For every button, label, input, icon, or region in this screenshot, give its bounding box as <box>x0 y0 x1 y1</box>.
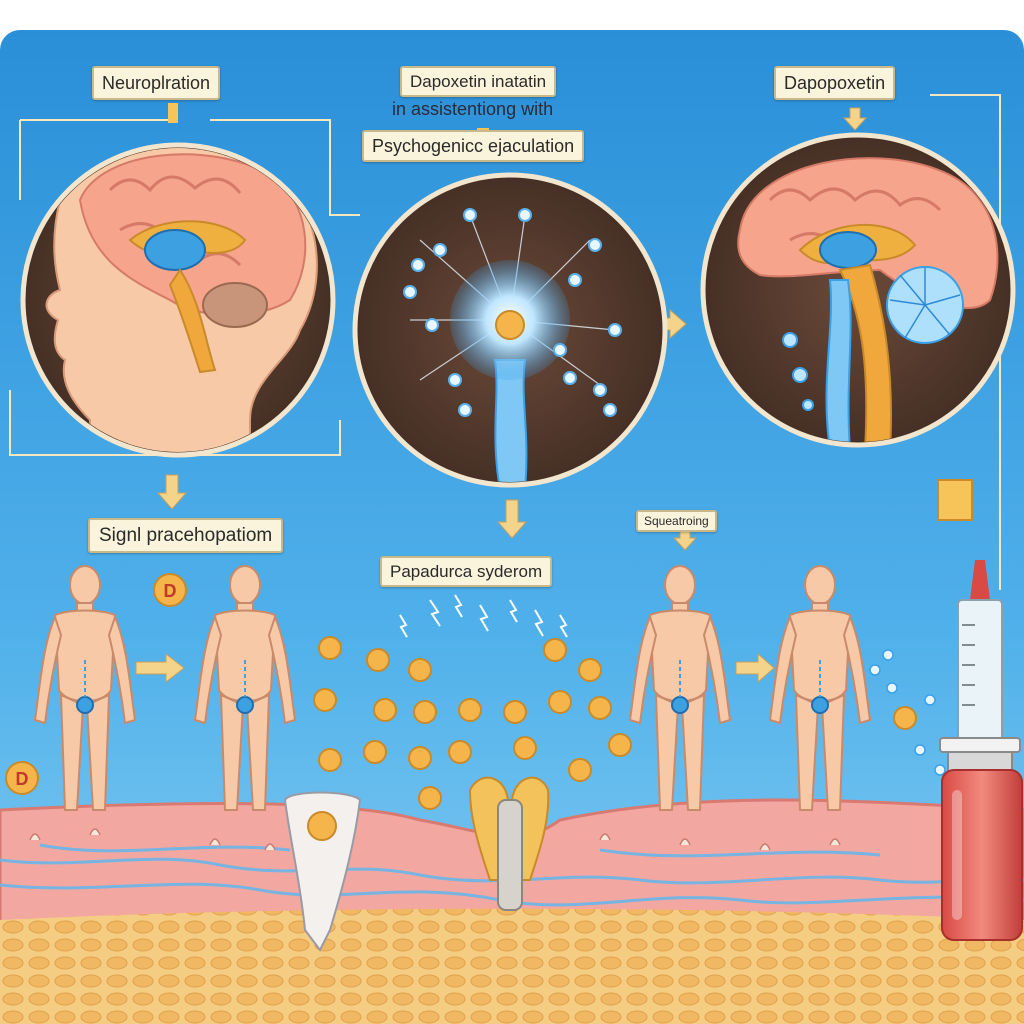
molecule-cloud: DD <box>5 573 946 810</box>
dapoxetine-molecule: D <box>153 573 187 607</box>
human-figure <box>193 565 297 811</box>
svg-text:D: D <box>16 769 29 789</box>
molecule-dot <box>318 748 342 772</box>
dapoxetine-vial <box>937 479 1023 941</box>
molecule-dot <box>373 698 397 722</box>
molecule-dot <box>503 700 527 724</box>
molecule-dot <box>413 700 437 724</box>
molecule-dot <box>568 758 592 782</box>
molecule-dot <box>408 658 432 682</box>
molecule-dot <box>366 648 390 672</box>
molecule-dot <box>893 706 917 730</box>
molecule-dot <box>448 740 472 764</box>
receptor-dot <box>914 744 926 756</box>
molecule-dot <box>608 733 632 757</box>
molecule-dot <box>408 746 432 770</box>
molecule-dot <box>578 658 602 682</box>
receptor-dot <box>869 664 881 676</box>
brain-panel <box>700 132 1016 448</box>
receptor-dot <box>924 694 936 706</box>
tissue-layer <box>0 776 1024 1024</box>
molecule-dot <box>418 786 442 810</box>
svg-text:D: D <box>164 581 177 601</box>
label-title-line2: in assistentiong with <box>392 99 554 119</box>
label-dapopoxetin: Dapopoxetin <box>774 66 896 100</box>
receptor-dot <box>934 764 946 776</box>
signal-sparks <box>399 594 568 638</box>
connector-square <box>168 103 178 123</box>
human-figure <box>33 565 137 811</box>
label-signal: Signl pracehopatiom <box>88 518 284 553</box>
molecule-dot <box>458 698 482 722</box>
label-title-line3: Psychogenicc ejaculation <box>362 130 585 162</box>
dapoxetine-molecule: D <box>5 761 39 795</box>
molecule-dot <box>548 690 572 714</box>
label-title-line1: Dapoxetin inatatin <box>400 66 557 97</box>
molecule-dot <box>588 696 612 720</box>
molecule-dot <box>318 636 342 660</box>
molecule-dot <box>513 736 537 760</box>
human-figure <box>768 565 872 811</box>
label-small: Squeatroing <box>636 510 717 532</box>
label-neuroplration: Neuroplration <box>92 66 221 100</box>
receptor-dot <box>882 649 894 661</box>
molecule-dot <box>543 638 567 662</box>
molecule-dot <box>363 740 387 764</box>
head-brain-panel <box>20 142 336 458</box>
human-figures <box>33 565 872 811</box>
molecule-dot <box>313 688 337 712</box>
receptor-dot <box>886 682 898 694</box>
human-figure <box>628 565 732 811</box>
neuron-panel <box>352 172 668 488</box>
label-middle: Papadurca syderom <box>380 556 553 587</box>
